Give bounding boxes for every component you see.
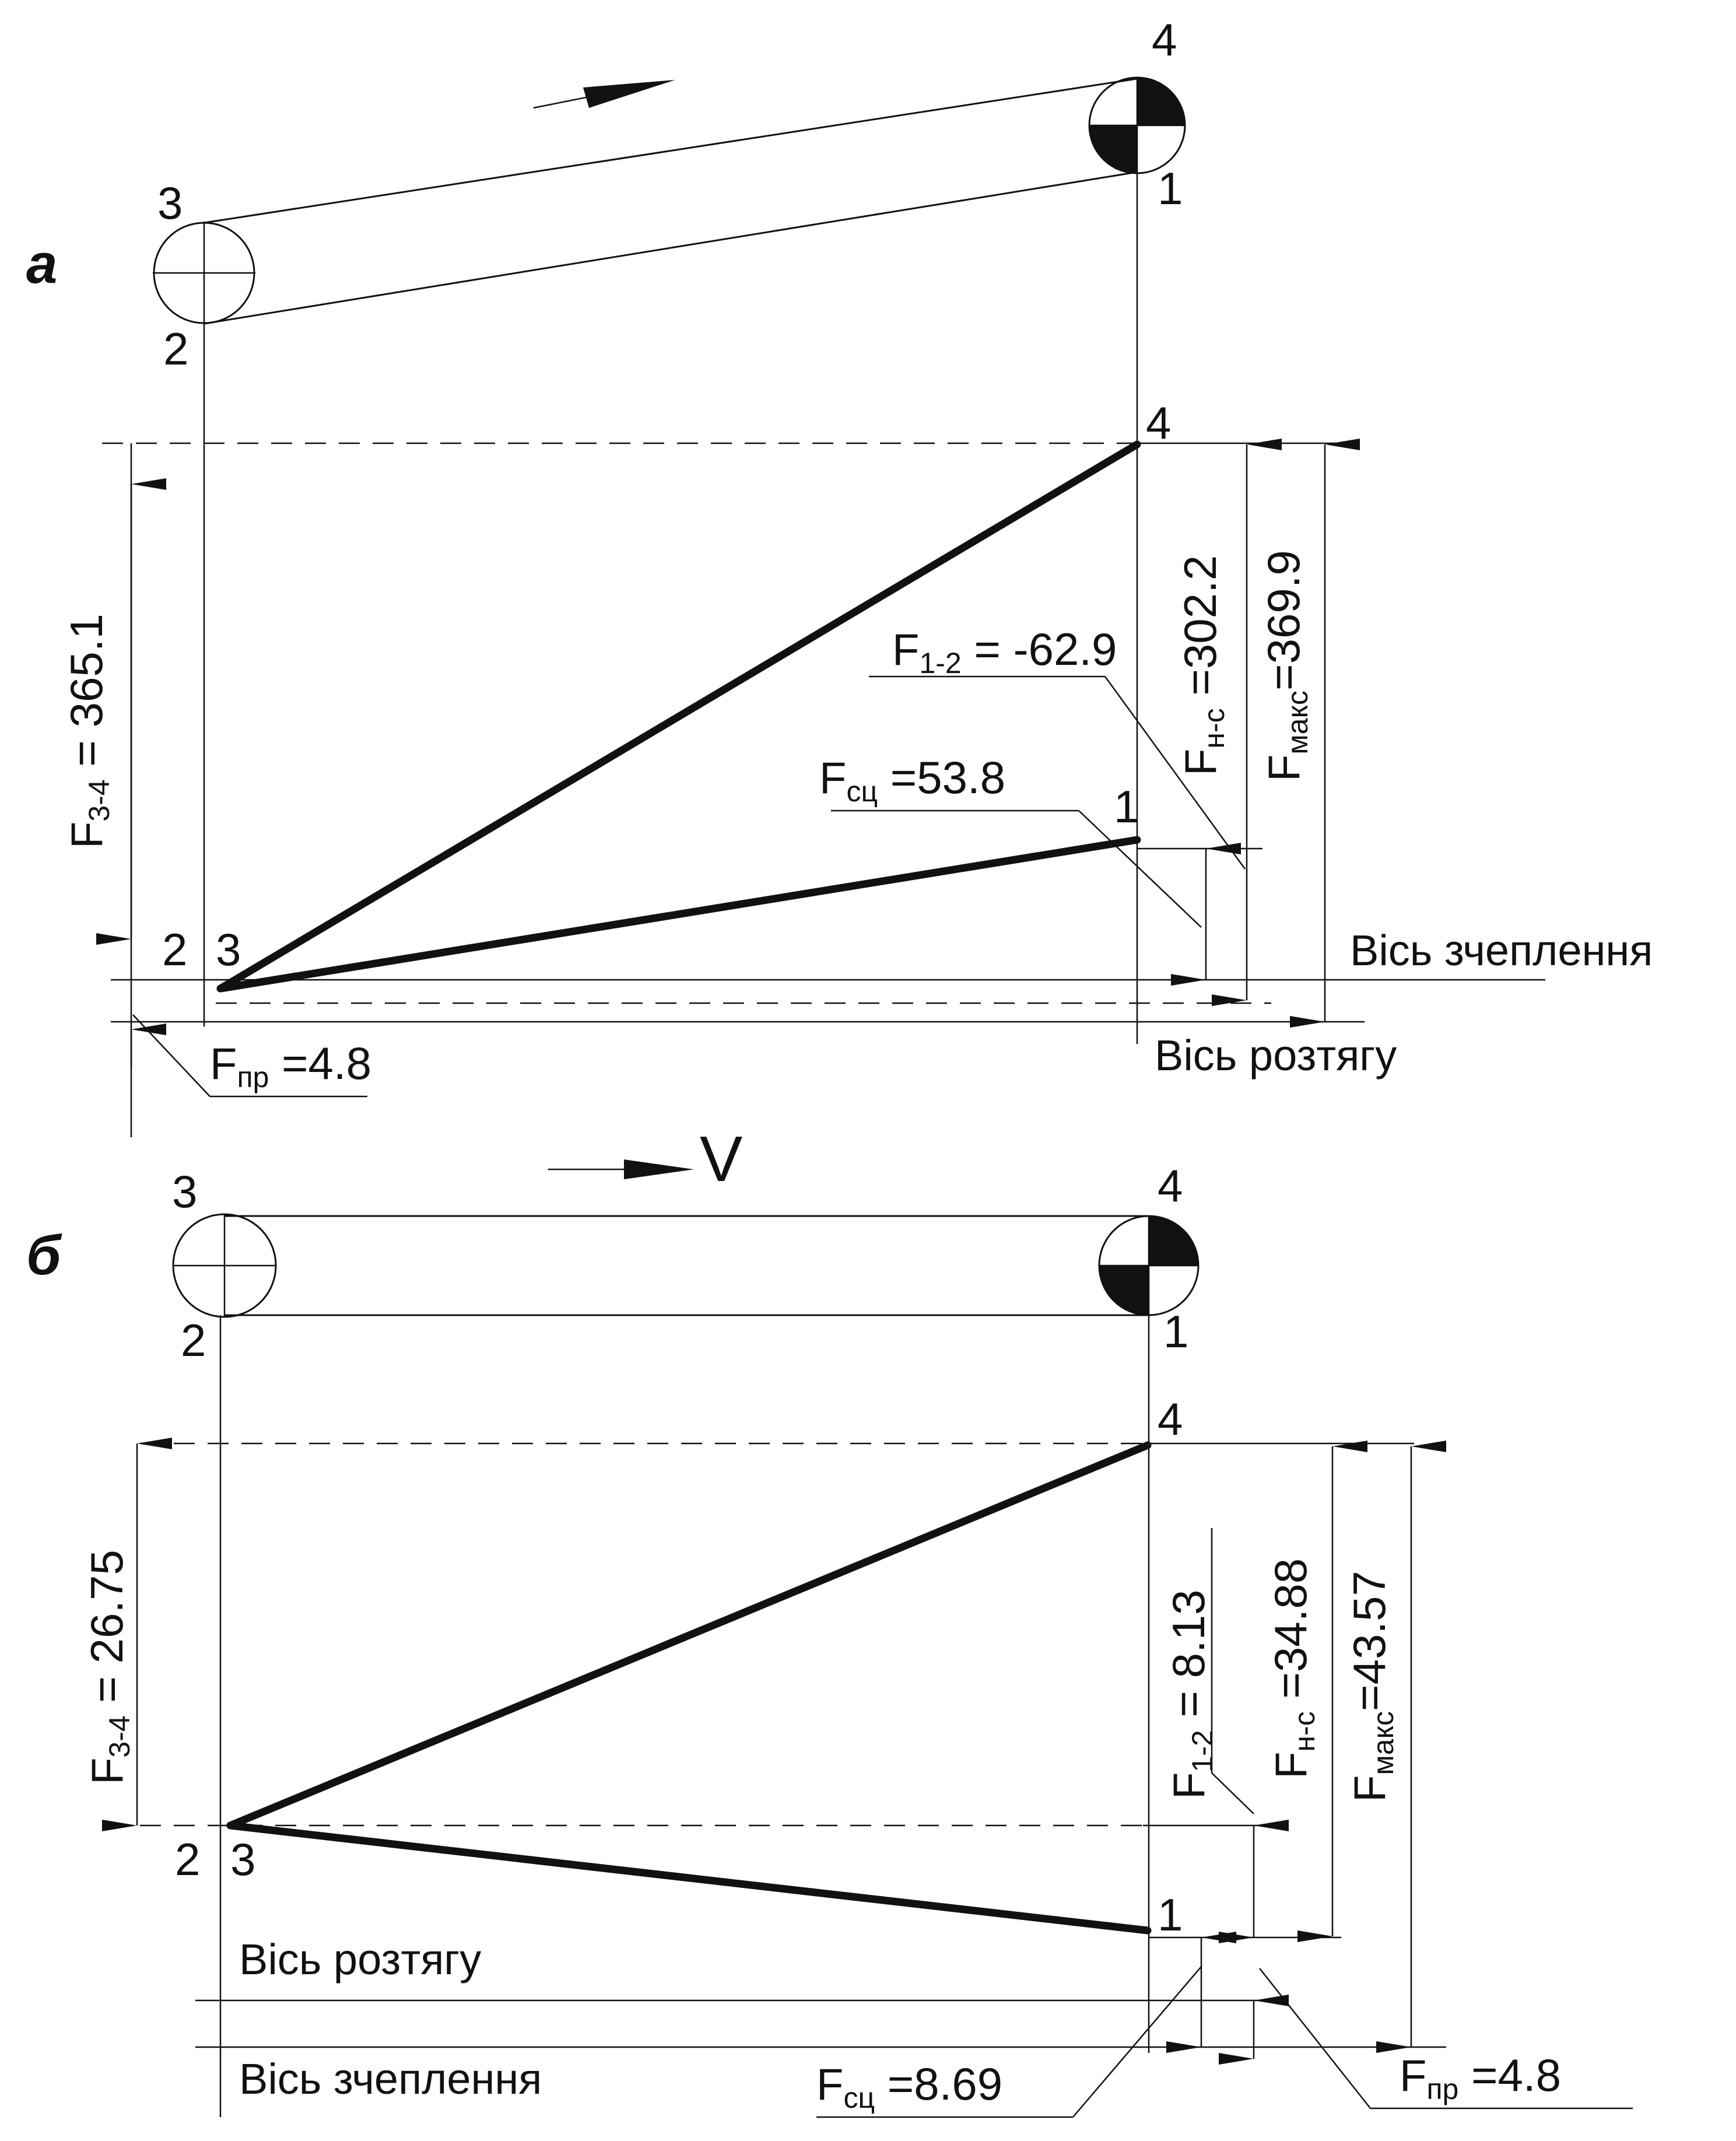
fpr-label-a: Fпр =4.8 (210, 1038, 371, 1094)
axis-tension-label-a: Вісь розтягу (1155, 1031, 1397, 1080)
node-3-top-b: 3 (172, 1166, 197, 1217)
axis-engagement-label-b: Вісь зчеплення (239, 2055, 542, 2103)
tension-line-3-4-a (216, 440, 1141, 993)
panel-a: а 4 1 3 2 (26, 14, 1653, 1137)
fns-label-a: Fн-с =302.2 (1174, 555, 1230, 776)
node-2-diagram-a: 2 (162, 924, 187, 975)
f34-label-a: F3-4 = 365.1 (61, 614, 115, 849)
drive-pulley-b (1098, 1215, 1200, 1316)
axis-tension-label-b: Вісь розтягу (239, 1935, 481, 1984)
node-1-top-b: 1 (1163, 1306, 1188, 1357)
panel-a-letter: а (26, 233, 57, 295)
node-3-top-a: 3 (157, 177, 183, 229)
fns-label-b: Fн-с =34.88 (1265, 1558, 1321, 1779)
fsc-label-b: Fсц =8.69 (816, 2058, 1002, 2114)
node-4-top-a: 4 (1152, 14, 1177, 65)
node-2-diagram-b: 2 (175, 1834, 200, 1885)
node-1-diagram-a: 1 (1114, 781, 1139, 832)
fsc-label-a: Fсц =53.8 (819, 752, 1005, 808)
f34-label-b: F3-4 = 26.75 (81, 1550, 136, 1785)
conveyor-a (153, 76, 1186, 325)
node-1-top-a: 1 (1158, 163, 1183, 214)
f12-label-a: F1-2 = -62.9 (892, 623, 1117, 679)
node-4-top-b: 4 (1158, 1160, 1183, 1211)
fpr-label-b: Fпр =4.8 (1400, 2049, 1561, 2105)
tension-line-2-1-b (226, 1821, 1152, 1935)
drive-pulley-a (1088, 76, 1186, 174)
fmax-label-a: Fмакс=369.9 (1258, 550, 1314, 782)
panel-b-letter: б (26, 1224, 62, 1287)
velocity-label: V (700, 1123, 742, 1195)
conveyor-b (172, 1213, 1200, 1318)
node-4-diagram-a: 4 (1146, 397, 1171, 448)
idler-pulley-a (153, 222, 255, 324)
node-2-top-b: 2 (181, 1315, 206, 1366)
fmax-label-b: Fмакс=43.57 (1344, 1571, 1400, 1802)
f12-label-b: F1-2 = 8.13 (1163, 1590, 1219, 1799)
node-4-diagram-b: 4 (1158, 1393, 1183, 1445)
idler-pulley-b (172, 1213, 277, 1318)
panel-b: б V 4 1 3 2 (26, 1123, 1633, 2118)
node-2-top-a: 2 (163, 323, 188, 374)
axis-engagement-label-a: Вісь зчеплення (1350, 926, 1653, 975)
node-3-diagram-b: 3 (230, 1834, 255, 1885)
node-1-diagram-b: 1 (1158, 1889, 1183, 1940)
node-3-diagram-a: 3 (216, 924, 241, 975)
velocity-arrow-b: V (548, 1123, 742, 1195)
direction-arrow-a (533, 80, 675, 109)
tension-line-3-4-b (226, 1441, 1152, 1830)
tension-line-2-1-a (216, 836, 1141, 993)
